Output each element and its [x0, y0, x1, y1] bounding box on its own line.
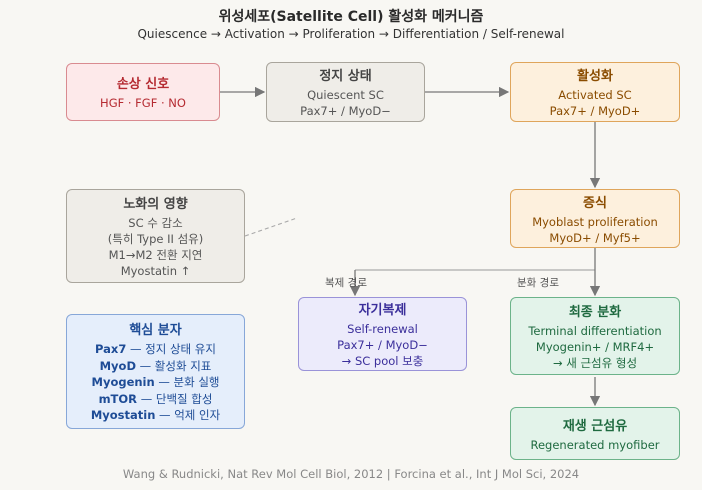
activated-line1: Activated SC — [558, 88, 632, 102]
molecule-key: mTOR — [98, 391, 138, 406]
molecule-key: Myostatin — [90, 408, 156, 423]
proliferation-line1: Myoblast proliferation — [532, 214, 658, 229]
proliferation-heading: 증식 — [583, 195, 607, 211]
self-renewal-line2: Pax7+ / MyoD− — [337, 338, 428, 352]
proliferation-line2: MyoD+ / Myf5+ — [549, 230, 641, 245]
quiescent-line2: Pax7+ / MyoD− — [300, 104, 391, 118]
aging-effect-box: 노화의 영향 SC 수 감소 (특히 Type II 섬유) M1→M2 전환 … — [66, 189, 245, 283]
replication-path-label: 복제 경로 — [325, 277, 367, 289]
regenerated-line1: Regenerated myofiber — [530, 437, 660, 452]
aging-line3: M1→M2 전환 지연 — [108, 248, 203, 262]
damage-signal-box: 손상 신호 HGF · FGF · NO — [66, 63, 220, 121]
molecule-value: — 활성화 지표 — [136, 358, 212, 373]
quiescent-heading: 정지 상태 — [319, 69, 372, 84]
molecule-value: — 억제 인자 — [155, 408, 221, 423]
differentiation-line2: Myogenin+ / MRF4+ — [535, 340, 655, 354]
differentiation-box: 최종 분화 Terminal differentiation Myogenin+… — [510, 297, 680, 375]
quiescent-line1: Quiescent SC — [307, 88, 384, 102]
self-renewal-box: 자기복제 Self-renewal Pax7+ / MyoD− → SC poo… — [298, 297, 467, 371]
regenerated-fiber-box: 재생 근섬유 Regenerated myofiber — [510, 407, 680, 460]
differentiation-path-label: 분화 경로 — [517, 277, 559, 289]
molecule-value: — 단백질 합성 — [137, 391, 213, 406]
molecule-value: — 정지 상태 유지 — [126, 342, 216, 357]
activated-line2: Pax7+ / MyoD+ — [549, 104, 641, 118]
molecule-item: MyoD — 활성화 지표 — [100, 358, 212, 375]
page-subtitle: Quiescence → Activation → Proliferation … — [137, 27, 565, 41]
aging-effect-heading: 노화의 영향 — [123, 197, 188, 212]
molecule-key: Pax7 — [95, 342, 127, 357]
aging-line1: SC 수 감소 — [128, 216, 183, 230]
differentiation-line3: → 새 근섬유 형성 — [552, 356, 638, 370]
molecule-item: Myogenin — 분화 실행 — [92, 374, 220, 391]
proliferation-box: 증식 Myoblast proliferation MyoD+ / Myf5+ — [510, 189, 680, 248]
activated-heading: 활성화 — [577, 69, 613, 84]
key-molecules-heading: 핵심 분자 — [129, 323, 182, 339]
aging-line4: Myostatin ↑ — [120, 264, 191, 278]
key-molecules-box: 핵심 분자 Pax7 — 정지 상태 유지 MyoD — 활성화 지표 Myog… — [66, 314, 245, 429]
self-renewal-line3: → SC pool 보충 — [341, 354, 424, 368]
damage-signal-heading: 손상 신호 — [116, 77, 170, 92]
molecule-value: — 분화 실행 — [154, 375, 220, 390]
activated-box: 활성화 Activated SC Pax7+ / MyoD+ — [510, 62, 680, 122]
self-renewal-heading: 자기복제 — [358, 303, 407, 318]
differentiation-line1: Terminal differentiation — [528, 324, 662, 338]
aging-line2: (특히 Type II 섬유) — [107, 232, 204, 246]
molecule-item: Pax7 — 정지 상태 유지 — [95, 341, 216, 358]
page-title: 위성세포(Satellite Cell) 활성화 메커니즘 — [218, 9, 484, 25]
differentiation-heading: 최종 분화 — [568, 305, 622, 320]
molecule-item: Myostatin — 억제 인자 — [91, 407, 220, 424]
molecule-key: MyoD — [99, 358, 136, 373]
damage-signal-text: HGF · FGF · NO — [100, 96, 186, 110]
aging-dashed-link — [244, 217, 298, 237]
molecule-item: mTOR — 단백질 합성 — [99, 391, 213, 408]
molecule-key: Myogenin — [91, 375, 155, 390]
self-renewal-line1: Self-renewal — [347, 322, 418, 336]
quiescent-box: 정지 상태 Quiescent SC Pax7+ / MyoD− — [266, 62, 425, 122]
citation-footer: Wang & Rudnicki, Nat Rev Mol Cell Biol, … — [122, 467, 580, 481]
regenerated-heading: 재생 근섬유 — [562, 418, 628, 434]
